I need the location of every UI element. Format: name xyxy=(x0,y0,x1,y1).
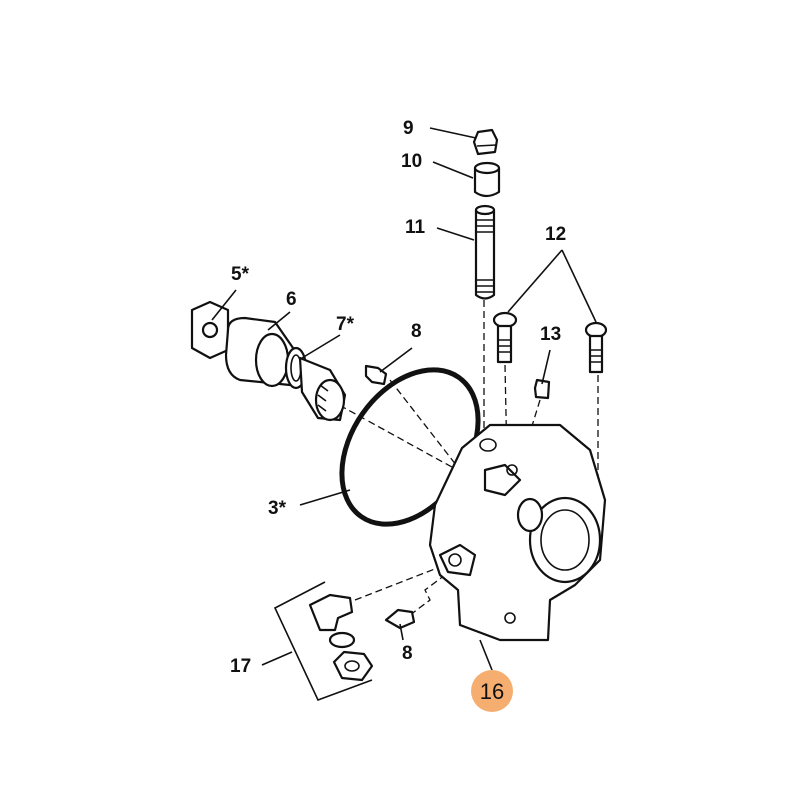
label-11: 11 xyxy=(405,217,426,238)
drive-shaft xyxy=(298,356,347,422)
label-5: 5* xyxy=(231,264,250,285)
label-13: 13 xyxy=(540,324,561,345)
label-17: 17 xyxy=(230,656,251,677)
part-10-sleeve xyxy=(473,161,501,198)
leader-lines xyxy=(211,127,597,702)
label-8-bottom: 8 xyxy=(402,643,413,664)
part-13-set-screw xyxy=(533,378,551,400)
label-16: 16 xyxy=(480,679,504,704)
part-5-bracket xyxy=(190,300,230,360)
part-12-screws xyxy=(492,311,608,374)
part-17-elbow xyxy=(308,593,374,682)
part-16-housing xyxy=(428,423,607,642)
part-8-fitting-top xyxy=(364,364,388,386)
part-9-cap xyxy=(472,128,499,156)
part-11-stud xyxy=(474,204,496,300)
label-3: 3* xyxy=(268,498,287,519)
label-12: 12 xyxy=(545,224,566,245)
label-8-top: 8 xyxy=(411,321,422,342)
label-7: 7* xyxy=(336,314,355,335)
label-6: 6 xyxy=(286,289,297,310)
part-8-fitting-bottom xyxy=(384,608,416,630)
label-10: 10 xyxy=(401,151,422,172)
badge-circle xyxy=(471,670,513,712)
label-9: 9 xyxy=(403,118,414,139)
highlight-badge-16[interactable]: 16 xyxy=(471,670,513,712)
